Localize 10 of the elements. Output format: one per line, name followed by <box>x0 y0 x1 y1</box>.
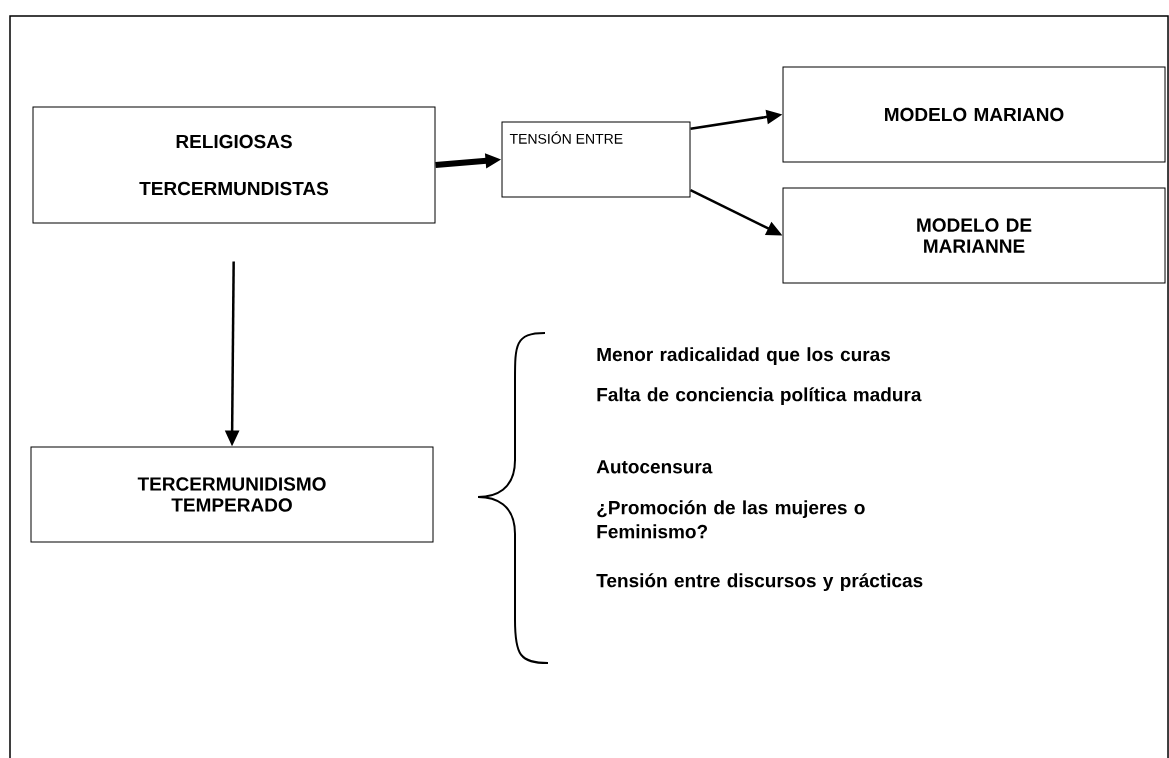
process-box: MODELO DE MARIANNE <box>782 187 1166 284</box>
process-box: TERCERMUNIDISMO TEMPERADO <box>30 446 434 543</box>
process-box: MODELO MARIANO <box>782 66 1166 163</box>
list-item: Autocensura <box>596 460 713 474</box>
process-box: RELIGIOSAS TERCERMUNDISTAS <box>32 106 436 224</box>
list-item: Menor radicalidad que los curas <box>597 347 890 365</box>
list-item: Falta de conciencia política madura <box>597 387 922 406</box>
label-box: TENSIÓN ENTRE <box>501 121 691 198</box>
list-item: Tensión entre discursos y prácticas <box>596 573 923 592</box>
list-item: ¿Promoción de las mujeres o Feminismo? <box>597 500 865 539</box>
